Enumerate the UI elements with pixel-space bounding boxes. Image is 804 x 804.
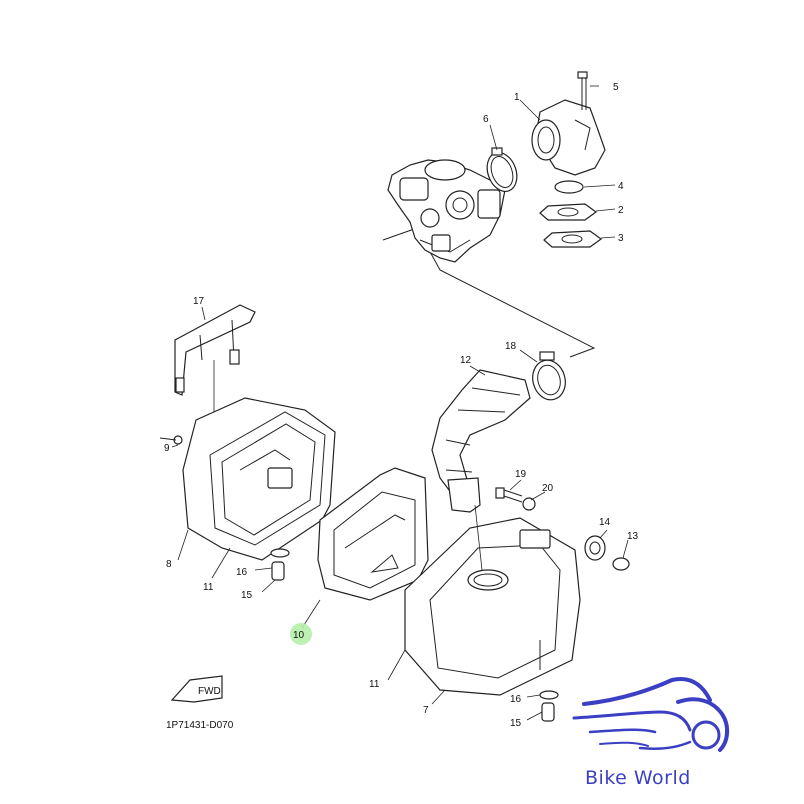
bracket-17: [174, 304, 256, 420]
label-part-8: 8: [166, 559, 172, 570]
fwd-badge: FWD: [198, 686, 221, 697]
label-part-4: 4: [618, 181, 624, 192]
bolt-5: [577, 71, 588, 110]
label-part-10: 10: [293, 630, 305, 641]
fwd-arrow-icon: FWD: [170, 675, 223, 703]
drain-right: [539, 690, 559, 722]
gasket-2: [539, 203, 598, 221]
label-part-5: 5: [613, 82, 619, 93]
label-part-16-left: 16: [236, 567, 248, 578]
drain-left: [270, 548, 290, 581]
label-part-17: 17: [193, 296, 205, 307]
label-part-3: 3: [618, 233, 624, 244]
label-part-9: 9: [164, 443, 170, 454]
label-part-15-left: 15: [241, 590, 253, 601]
carburetor: [387, 159, 506, 263]
grommet-14: [584, 535, 606, 561]
carburetor-group: [382, 71, 606, 358]
leader-lines: [171, 85, 629, 721]
label-part-15-right: 15: [510, 718, 522, 729]
clamp-18: [532, 351, 566, 401]
label-part-7: 7: [423, 705, 429, 716]
label-part-19: 19: [515, 469, 527, 480]
air-filter-element-10: [317, 467, 429, 601]
label-part-11-right: 11: [369, 679, 380, 690]
clamp-6: [486, 147, 518, 192]
bolt-19: [495, 487, 523, 503]
label-part-16-right: 16: [510, 694, 522, 705]
highlight-marker: [290, 623, 312, 645]
collar-13: [612, 557, 630, 571]
label-part-2: 2: [618, 205, 624, 216]
gasket-3: [543, 230, 603, 248]
label-part-14: 14: [599, 517, 611, 528]
drawing-code: 1P71431-D070: [166, 720, 234, 731]
label-part-12: 12: [460, 355, 472, 366]
bike-world-logo: Bike World: [572, 677, 729, 789]
label-part-1: 1: [514, 92, 520, 103]
brand-name: Bike World: [585, 767, 691, 789]
o-ring-4: [554, 180, 584, 194]
intake-tube-12: [431, 369, 531, 513]
label-part-20: 20: [542, 483, 554, 494]
washer-20: [522, 497, 536, 511]
label-part-13: 13: [627, 531, 639, 542]
label-part-18: 18: [505, 341, 517, 352]
air-box-case-7: [404, 517, 581, 696]
label-part-6: 6: [483, 114, 489, 125]
part-labels: 1 2 3 4 5 6 7 8 9 10 11 11 12 13 14 15 1…: [164, 82, 639, 729]
motorcycle-logo-icon: [572, 677, 729, 752]
label-part-11-left: 11: [203, 582, 214, 593]
intake-joint: [531, 99, 606, 176]
